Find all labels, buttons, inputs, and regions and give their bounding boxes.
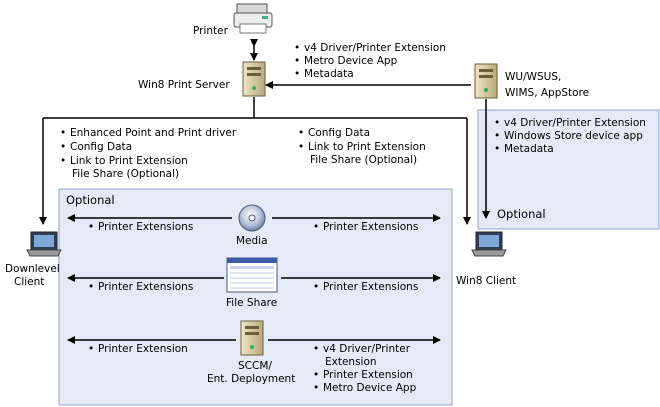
laptop-icon: [26, 231, 62, 257]
server-icon: [242, 61, 266, 97]
svg-text:•: •: [60, 155, 66, 167]
svg-text:•: •: [88, 281, 94, 293]
sccm-left-label: Printer Extension: [98, 343, 188, 355]
svg-text:•: •: [494, 130, 500, 142]
list-item: File Share (Optional): [72, 168, 179, 180]
sccm-server-icon: [240, 320, 264, 356]
media-label: Media: [236, 235, 268, 247]
svg-text:•: •: [88, 221, 94, 233]
sccm-label-2: Ent. Deployment: [207, 373, 295, 385]
svg-text:•: •: [294, 42, 300, 54]
list-item: Config Data: [308, 127, 370, 139]
print-server-label: Win8 Print Server: [138, 79, 230, 91]
file-share-label: File Share: [226, 297, 277, 309]
svg-text:•: •: [313, 343, 319, 355]
fileshare-left-label: Printer Extensions: [98, 281, 193, 293]
win8-client-label: Win8 Client: [456, 275, 516, 287]
wu-to-server-list: • v4 Driver/Printer Extension • Metro Devi…: [294, 42, 446, 80]
list-item: v4 Driver/Printer: [323, 343, 411, 355]
svg-text:•: •: [88, 343, 94, 355]
list-item: Link to Print Extension: [308, 141, 426, 153]
printer-label: Printer: [193, 25, 229, 37]
optional-box-label: Optional: [66, 193, 115, 207]
list-item: File Share (Optional): [310, 154, 417, 166]
wu-server-label-2: WIMS, AppStore: [505, 87, 589, 99]
svg-text:•: •: [494, 143, 500, 155]
sccm-label-1: SCCM/: [238, 360, 272, 372]
svg-text:•: •: [313, 281, 319, 293]
file-share-window-icon: [226, 257, 278, 293]
wu-box-optional-label: Optional: [497, 207, 546, 221]
media-right-label: Printer Extensions: [323, 221, 418, 233]
svg-text:•: •: [313, 369, 319, 381]
media-left-label: Printer Extensions: [98, 221, 193, 233]
svg-text:•: •: [60, 127, 66, 139]
list-item: Windows Store device app: [504, 130, 643, 142]
server-to-downlevel-list: • Enhanced Point and Print driver • Config…: [60, 127, 237, 180]
list-item: Metadata: [504, 143, 554, 155]
svg-text:•: •: [494, 117, 500, 129]
downlevel-client-label-1: Downlevel: [5, 263, 60, 275]
list-item: v4 Driver/Printer Extension: [304, 42, 446, 54]
wu-box: [477, 109, 660, 230]
list-item: Metadata: [304, 68, 354, 80]
svg-text:•: •: [313, 221, 319, 233]
wu-server-label-1: WU/WSUS,: [505, 71, 561, 83]
svg-text:•: •: [294, 68, 300, 80]
sccm-to-win8-list: • v4 Driver/Printer Extension • Printer Ex…: [313, 343, 417, 394]
list-item: Printer Extension: [323, 369, 413, 381]
list-item: Config Data: [70, 141, 132, 153]
server-to-win8-list: • Config Data • Link to Print Extension Fi…: [298, 127, 426, 166]
printer-icon: [233, 3, 273, 34]
list-item: Link to Print Extension: [70, 155, 188, 167]
svg-text:•: •: [298, 127, 304, 139]
fileshare-right-label: Printer Extensions: [323, 281, 418, 293]
svg-text:•: •: [294, 55, 300, 67]
list-item: Enhanced Point and Print driver: [70, 127, 237, 139]
wu-server-icon: [474, 63, 498, 99]
downlevel-client-label-2: Client: [14, 276, 44, 288]
list-item: Metro Device App: [304, 55, 398, 67]
wu-to-win8-list: • v4 Driver/Printer Extension • Windows St…: [494, 117, 646, 155]
win8-laptop-icon: [471, 231, 507, 257]
list-item: Extension: [325, 356, 377, 368]
list-item: v4 Driver/Printer Extension: [504, 117, 646, 129]
svg-text:•: •: [313, 382, 319, 394]
svg-text:•: •: [60, 141, 66, 153]
svg-text:•: •: [298, 141, 304, 153]
list-item: Metro Device App: [323, 382, 417, 394]
disc-icon: [238, 204, 266, 232]
